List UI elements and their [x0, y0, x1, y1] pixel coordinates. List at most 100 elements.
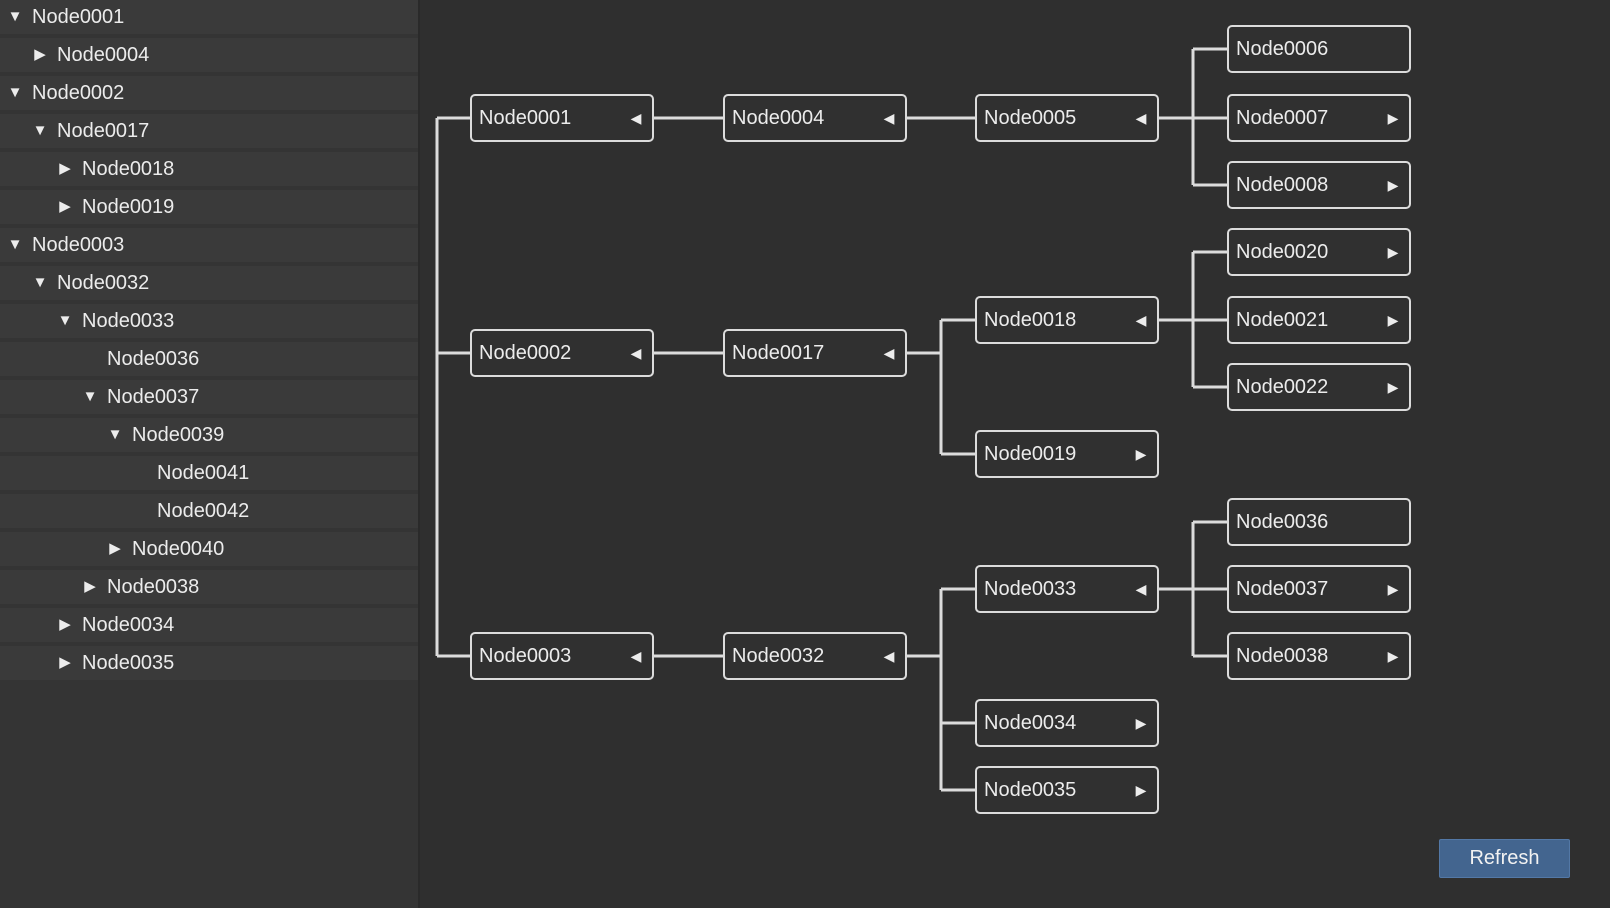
triangle-right-icon[interactable]: ▶	[1135, 715, 1147, 731]
graph-node-label: Node0001	[479, 107, 572, 129]
tree-item-label: Node0017	[57, 120, 150, 142]
tree-item-node0017[interactable]: ▼ Node0017	[0, 114, 418, 148]
tree-item-label: Node0038	[107, 576, 200, 598]
triangle-left-icon[interactable]: ◀	[630, 110, 642, 126]
tree-item-label: Node0037	[107, 386, 200, 408]
tree-view-panel: ▼Node0001▶Node0004▼Node0002▼Node0017▶Nod…	[0, 0, 420, 908]
triangle-left-icon[interactable]: ◀	[883, 648, 895, 664]
triangle-right-icon[interactable]: ▶	[1135, 782, 1147, 798]
tree-item-node0018[interactable]: ▶Node0018	[0, 152, 418, 186]
graph-node-node0032[interactable]: Node0032◀	[723, 632, 907, 680]
tree-item-label: Node0039	[132, 424, 225, 446]
graph-node-node0018[interactable]: Node0018 ◀	[975, 296, 1159, 344]
tree-item-node0038[interactable]: ▶ Node0038	[0, 570, 418, 604]
triangle-right-icon[interactable]: ▶	[59, 616, 71, 633]
triangle-left-icon[interactable]: ◀	[1135, 312, 1147, 328]
graph-node-node0035[interactable]: Node0035 ▶	[975, 766, 1159, 814]
tree-item-node0033[interactable]: ▼ Node0033	[0, 304, 418, 338]
tree-item-label: Node0042	[157, 500, 250, 522]
tree-item-node0036[interactable]: Node0036	[0, 342, 418, 376]
triangle-right-icon[interactable]: ▶	[1135, 446, 1147, 462]
graph-node-label: Node0021	[1236, 309, 1329, 331]
tree-item-node0040[interactable]: ▶ Node0040	[0, 532, 418, 566]
graph-node-node0006[interactable]: Node0006	[1227, 25, 1411, 73]
graph-node-node0002[interactable]: Node0002◀	[470, 329, 654, 377]
tree-item-node0042[interactable]: Node0042	[0, 494, 418, 528]
triangle-right-icon[interactable]: ▶	[34, 46, 46, 63]
triangle-right-icon[interactable]: ▶	[84, 578, 96, 595]
graph-node-node0038[interactable]: Node0038 ▶	[1227, 632, 1411, 680]
graph-node-node0003[interactable]: Node0003 ◀	[470, 632, 654, 680]
graph-node-node0022[interactable]: Node0022 ▶	[1227, 363, 1411, 411]
tree-item-node0032[interactable]: ▼Node0032	[0, 266, 418, 300]
graph-node-node0019[interactable]: Node0019 ▶	[975, 430, 1159, 478]
tree-item-node0035[interactable]: ▶ Node0035	[0, 646, 418, 680]
triangle-left-icon[interactable]: ◀	[883, 345, 895, 361]
graph-node-label: Node0005	[984, 107, 1077, 129]
graph-node-label: Node0037	[1236, 578, 1329, 600]
graph-node-node0021[interactable]: Node0021 ▶	[1227, 296, 1411, 344]
tree-item-label: Node0035	[82, 652, 175, 674]
triangle-right-icon[interactable]: ▶	[1387, 648, 1399, 664]
graph-node-label: Node0008	[1236, 174, 1329, 196]
graph-node-label: Node0038	[1236, 645, 1329, 667]
triangle-down-icon[interactable]: ▼	[57, 312, 73, 329]
triangle-right-icon[interactable]: ▶	[1387, 581, 1399, 597]
graph-node-label: Node0019	[984, 443, 1077, 465]
triangle-left-icon[interactable]: ◀	[1135, 581, 1147, 597]
tree-item-node0001[interactable]: ▼ Node0001	[0, 0, 418, 34]
graph-node-node0007[interactable]: Node0007▶	[1227, 94, 1411, 142]
tree-item-node0037[interactable]: ▼ Node0037	[0, 380, 418, 414]
graph-node-node0017[interactable]: Node0017 ◀	[723, 329, 907, 377]
tree-item-label: Node0033	[82, 310, 175, 332]
triangle-down-icon[interactable]: ▼	[32, 274, 48, 291]
triangle-right-icon[interactable]: ▶	[1387, 177, 1399, 193]
refresh-button[interactable]: Refresh	[1439, 839, 1570, 878]
triangle-left-icon[interactable]: ◀	[630, 648, 642, 664]
graph-node-label: Node0018	[984, 309, 1077, 331]
tree-item-node0041[interactable]: Node0041	[0, 456, 418, 490]
tree-item-node0034[interactable]: ▶Node0034	[0, 608, 418, 642]
triangle-right-icon[interactable]: ▶	[1387, 110, 1399, 126]
triangle-down-icon[interactable]: ▼	[82, 388, 98, 405]
triangle-down-icon[interactable]: ▼	[32, 122, 48, 139]
triangle-right-icon[interactable]: ▶	[59, 198, 71, 215]
triangle-down-icon[interactable]: ▼	[7, 236, 23, 253]
triangle-right-icon[interactable]: ▶	[59, 654, 71, 671]
graph-node-node0008[interactable]: Node0008 ▶	[1227, 161, 1411, 209]
triangle-right-icon[interactable]: ▶	[59, 160, 71, 177]
tree-item-label: Node0001	[32, 6, 125, 28]
graph-node-node0020[interactable]: Node0020▶	[1227, 228, 1411, 276]
graph-node-label: Node0022	[1236, 376, 1329, 398]
tree-item-label: Node0040	[132, 538, 225, 560]
tree-item-node0002[interactable]: ▼Node0002	[0, 76, 418, 110]
triangle-left-icon[interactable]: ◀	[1135, 110, 1147, 126]
graph-node-node0037[interactable]: Node0037 ▶	[1227, 565, 1411, 613]
graph-node-label: Node0035	[984, 779, 1077, 801]
graph-node-node0034[interactable]: Node0034▶	[975, 699, 1159, 747]
triangle-down-icon[interactable]: ▼	[107, 426, 123, 443]
graph-node-label: Node0017	[732, 342, 825, 364]
graph-node-label: Node0033	[984, 578, 1077, 600]
triangle-down-icon[interactable]: ▼	[7, 8, 23, 25]
tree-item-node0039[interactable]: ▼ Node0039	[0, 418, 418, 452]
graph-node-node0033[interactable]: Node0033 ◀	[975, 565, 1159, 613]
tree-item-label: Node0041	[157, 462, 250, 484]
triangle-left-icon[interactable]: ◀	[883, 110, 895, 126]
graph-node-node0001[interactable]: Node0001 ◀	[470, 94, 654, 142]
triangle-right-icon[interactable]: ▶	[1387, 379, 1399, 395]
graph-node-label: Node0003	[479, 645, 572, 667]
triangle-right-icon[interactable]: ▶	[109, 540, 121, 557]
graph-node-node0036[interactable]: Node0036	[1227, 498, 1411, 546]
tree-item-node0003[interactable]: ▼Node0003	[0, 228, 418, 262]
tree-item-node0004[interactable]: ▶ Node0004	[0, 38, 418, 72]
triangle-down-icon[interactable]: ▼	[7, 84, 23, 101]
tree-item-label: Node0004	[57, 44, 150, 66]
tree-item-node0019[interactable]: ▶Node0019	[0, 190, 418, 224]
triangle-right-icon[interactable]: ▶	[1387, 244, 1399, 260]
graph-node-node0005[interactable]: Node0005 ◀	[975, 94, 1159, 142]
triangle-right-icon[interactable]: ▶	[1387, 312, 1399, 328]
triangle-left-icon[interactable]: ◀	[630, 345, 642, 361]
graph-node-node0004[interactable]: Node0004◀	[723, 94, 907, 142]
